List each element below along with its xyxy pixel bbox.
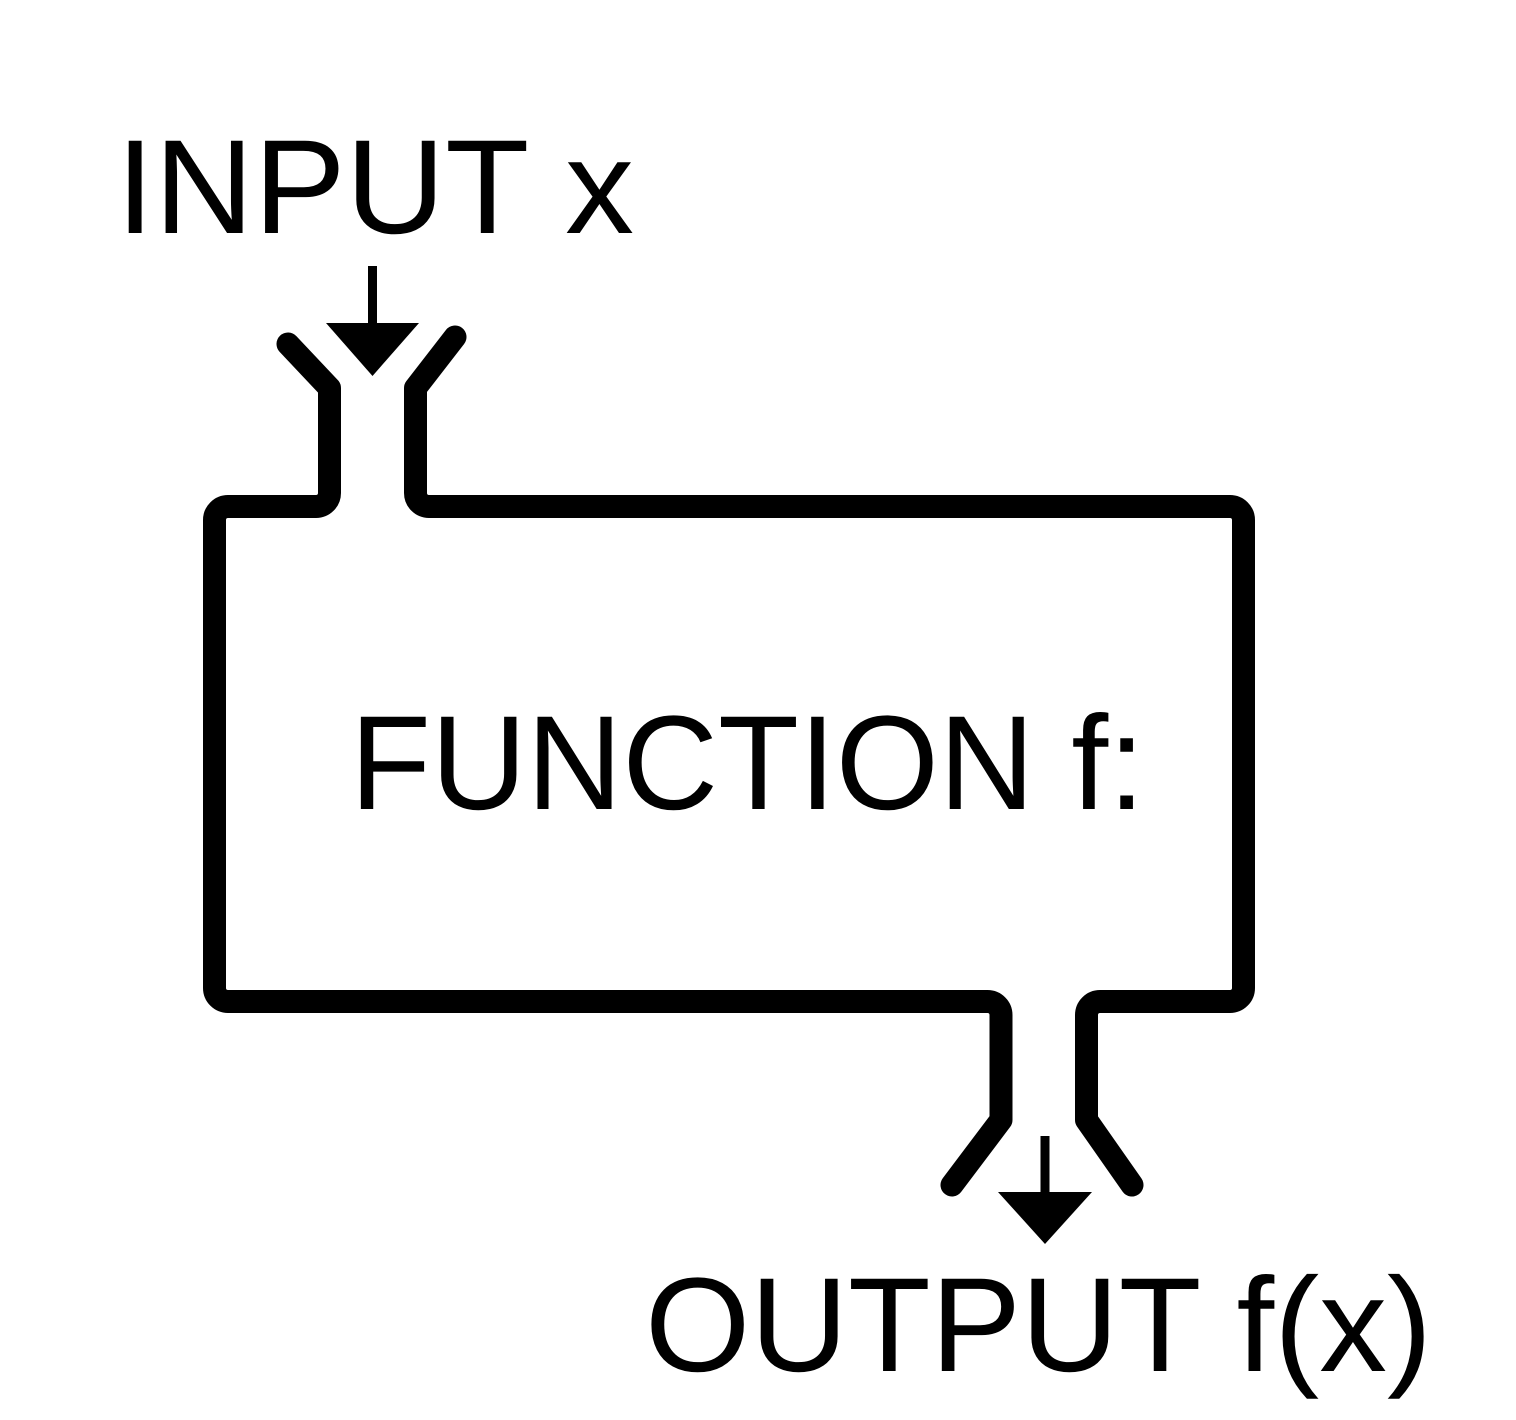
box-and-funnel-outline-left: [203, 332, 1013, 1197]
output-arrow-head: [998, 1192, 1092, 1244]
function-box-label: FUNCTION f:: [350, 689, 1145, 838]
input-label: INPUT x: [116, 113, 634, 262]
input-arrow-down-icon: [326, 266, 419, 376]
input-arrow-head: [326, 323, 419, 376]
output-arrow-down-icon: [998, 1136, 1092, 1244]
output-label: OUTPUT f(x): [645, 1251, 1432, 1400]
box-and-funnel-outline-right: [404, 325, 1255, 1197]
